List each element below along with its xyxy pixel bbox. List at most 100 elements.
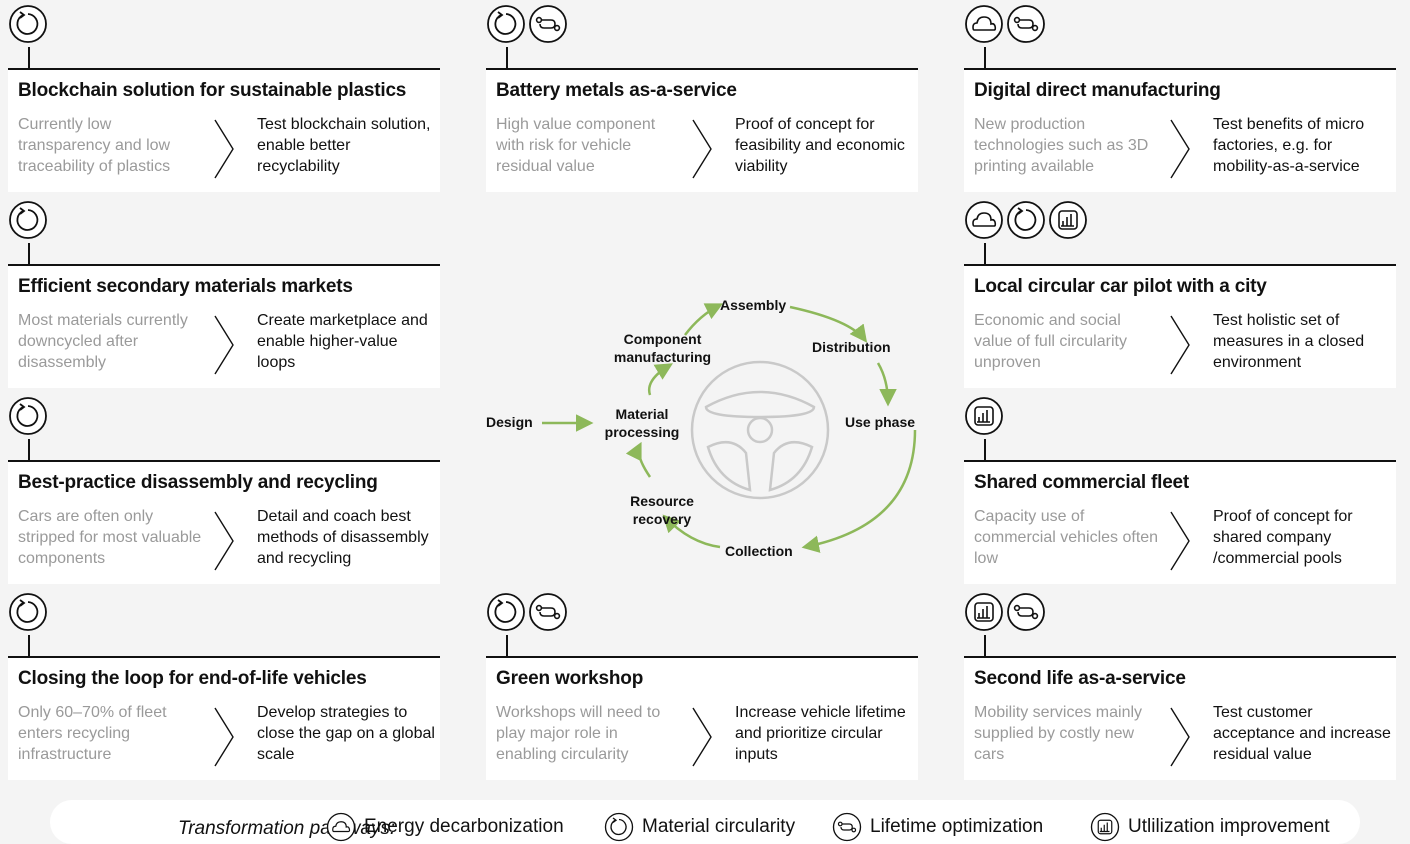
material-circularity-icon bbox=[8, 592, 48, 632]
connector-line bbox=[28, 635, 30, 660]
pathway-icons bbox=[8, 200, 48, 248]
card-solution: Test customer acceptance and increase re… bbox=[1213, 704, 1391, 763]
pathway-icons bbox=[964, 592, 1046, 640]
energy-decarbonization-icon bbox=[964, 4, 1004, 44]
card-problem: Cars are often only stripped for most va… bbox=[18, 508, 202, 567]
card-title: Digital direct manufacturing bbox=[974, 80, 1221, 101]
card-problem: Only 60–70% of fleet enters recycling in… bbox=[18, 704, 167, 763]
material-circularity-icon bbox=[8, 4, 48, 44]
connector-line bbox=[28, 439, 30, 464]
pathway-icons bbox=[8, 396, 48, 444]
card-solution: Proof of concept for feasibility and eco… bbox=[735, 116, 905, 175]
card-box: Battery metals as-a-service High value c… bbox=[486, 68, 918, 192]
card-problem: Economic and social value of full circul… bbox=[974, 312, 1127, 371]
cycle-arrow-component-assembly bbox=[684, 303, 724, 336]
card-solution: Develop strategies to close the gap on a… bbox=[257, 704, 435, 763]
card-box: Green workshop Workshops will need to pl… bbox=[486, 656, 918, 780]
utilization-improvement-icon bbox=[1090, 812, 1120, 842]
steering-wheel-icon bbox=[690, 360, 830, 500]
cycle-label-component-manufacturing: Component manufacturing bbox=[613, 331, 712, 365]
card-box: Best-practice disassembly and recycling … bbox=[8, 460, 440, 584]
utilization-improvement-icon bbox=[964, 592, 1004, 632]
connector-line bbox=[506, 47, 508, 72]
chevron-right-icon bbox=[692, 707, 712, 767]
connector-line bbox=[984, 439, 986, 464]
card-solution: Detail and coach best methods of disasse… bbox=[257, 508, 429, 567]
legend-item-material: Material circularity bbox=[604, 812, 795, 842]
utilization-improvement-icon bbox=[1048, 200, 1088, 240]
card-box: Second life as-a-service Mobility servic… bbox=[964, 656, 1396, 780]
cycle-label-use-phase: Use phase bbox=[845, 414, 916, 430]
card-title: Second life as-a-service bbox=[974, 668, 1186, 689]
cycle-label-resource-recovery: Resource recovery bbox=[630, 493, 694, 527]
connector-line bbox=[984, 47, 986, 72]
card-title: Shared commercial fleet bbox=[974, 472, 1190, 493]
connector-line bbox=[506, 635, 508, 660]
cycle-label-collection: Collection bbox=[725, 543, 793, 559]
pathway-icons bbox=[8, 592, 48, 640]
card-solution: Test blockchain solution, enable better … bbox=[257, 116, 431, 175]
card-box: Local circular car pilot with a city Eco… bbox=[964, 264, 1396, 388]
card-problem: New production technologies such as 3D p… bbox=[974, 116, 1149, 175]
connector-line bbox=[28, 47, 30, 72]
cycle-arrow-recovery-processing bbox=[625, 441, 652, 478]
cycle-arrow-distribution-use bbox=[876, 362, 897, 407]
chevron-right-icon bbox=[214, 315, 234, 375]
chevron-right-icon bbox=[1170, 707, 1190, 767]
material-circularity-icon bbox=[486, 592, 526, 632]
card-problem: Capacity use of commercial vehicles ofte… bbox=[974, 508, 1159, 567]
chevron-right-icon bbox=[214, 119, 234, 179]
card-title: Battery metals as-a-service bbox=[496, 80, 737, 101]
card-box: Blockchain solution for sustainable plas… bbox=[8, 68, 440, 192]
pathway-icons bbox=[8, 4, 48, 52]
card-title: Local circular car pilot with a city bbox=[974, 276, 1267, 297]
connector-line bbox=[984, 243, 986, 268]
card-problem: Currently low transparency and low trace… bbox=[18, 116, 171, 175]
card-title: Efficient secondary materials markets bbox=[18, 276, 353, 297]
card-solution: Test holistic set of measures in a close… bbox=[1213, 312, 1365, 371]
pathway-icons bbox=[964, 200, 1088, 248]
connector-line bbox=[28, 243, 30, 268]
card-solution: Increase vehicle lifetime and prioritize… bbox=[735, 704, 906, 763]
lifetime-optimization-icon bbox=[1006, 4, 1046, 44]
pathway-icons bbox=[486, 592, 568, 640]
cycle-label-design: Design bbox=[486, 414, 533, 430]
card-box: Digital direct manufacturing New product… bbox=[964, 68, 1396, 192]
material-circularity-icon bbox=[1006, 200, 1046, 240]
chevron-right-icon bbox=[214, 511, 234, 571]
material-circularity-icon bbox=[8, 396, 48, 436]
pathway-icons bbox=[964, 396, 1004, 444]
legend-item-lifetime: Lifetime optimization bbox=[832, 812, 1043, 842]
card-box: Shared commercial fleet Capacity use of … bbox=[964, 460, 1396, 584]
chevron-right-icon bbox=[1170, 315, 1190, 375]
connector-line bbox=[984, 635, 986, 660]
cycle-arrow-collection-recovery bbox=[662, 514, 721, 549]
card-solution: Proof of concept for shared company /com… bbox=[1213, 508, 1353, 567]
energy-decarbonization-icon bbox=[326, 812, 356, 842]
lifetime-optimization-icon bbox=[1006, 592, 1046, 632]
card-problem: Mobility services mainly supplied by cos… bbox=[974, 704, 1143, 763]
lifetime-optimization-icon bbox=[528, 4, 568, 44]
cycle-label-distribution: Distribution bbox=[812, 339, 891, 355]
chevron-right-icon bbox=[692, 119, 712, 179]
lifetime-optimization-icon bbox=[528, 592, 568, 632]
card-title: Best-practice disassembly and recycling bbox=[18, 472, 378, 493]
chevron-right-icon bbox=[1170, 511, 1190, 571]
material-circularity-icon bbox=[8, 200, 48, 240]
cycle-arrow-assembly-distribution bbox=[789, 305, 868, 343]
card-title: Closing the loop for end-of-life vehicle… bbox=[18, 668, 367, 689]
cycle-arrow-processing-component bbox=[647, 363, 674, 396]
material-circularity-icon bbox=[604, 812, 634, 842]
card-box: Efficient secondary materials markets Mo… bbox=[8, 264, 440, 388]
pathway-icons bbox=[486, 4, 568, 52]
chevron-right-icon bbox=[214, 707, 234, 767]
card-solution: Create marketplace and enable higher-val… bbox=[257, 312, 428, 371]
chevron-right-icon bbox=[1170, 119, 1190, 179]
card-problem: High value component with risk for vehic… bbox=[496, 116, 656, 175]
card-problem: Workshops will need to play major role i… bbox=[496, 704, 661, 763]
material-circularity-icon bbox=[486, 4, 526, 44]
energy-decarbonization-icon bbox=[964, 200, 1004, 240]
card-title: Blockchain solution for sustainable plas… bbox=[18, 80, 407, 101]
card-solution: Test benefits of micro factories, e.g. f… bbox=[1213, 116, 1365, 175]
legend-item-energy: Energy decarbonization bbox=[326, 812, 564, 842]
